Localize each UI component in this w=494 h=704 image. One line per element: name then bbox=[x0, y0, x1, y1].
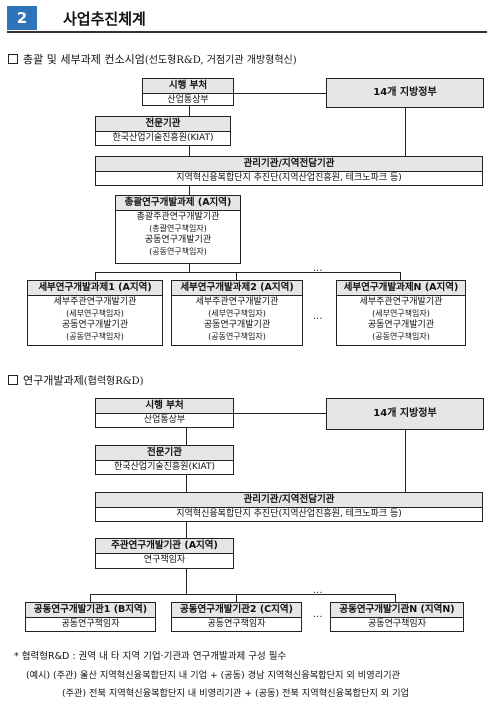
agency-title: 전문기관 bbox=[96, 117, 230, 132]
sub-joint-pi: (공동연구책임자) bbox=[372, 332, 430, 341]
ministry-title: 시행 부처 bbox=[96, 399, 233, 414]
sub-project-title: 세부연구개발과제N (A지역) bbox=[337, 281, 465, 296]
sub-project-box: 세부연구개발과제N (A지역) 세부주관연구개발기관 (세부연구책임자) 공동연… bbox=[336, 280, 466, 346]
section2-sublabel: (협력형R&D) bbox=[83, 376, 144, 387]
regional-gov-box: 14개 지방정부 bbox=[326, 398, 484, 430]
regional-gov-box: 14개 지방정부 bbox=[326, 78, 484, 108]
mgmt-box: 관리기관/지역전담기관 지역혁신융복합단지 추진단(지역산업진흥원, 테크노파크… bbox=[95, 156, 483, 186]
main-joint-org: 공동연구개발기관 bbox=[144, 235, 212, 245]
connector-subs-horizontal bbox=[90, 594, 395, 595]
agency-name: 한국산업기술진흥원(KIAT) bbox=[113, 462, 216, 472]
sub-lead-org: 세부주관연구개발기관 bbox=[359, 297, 443, 307]
main-project-title: 총괄연구개발과제 (A지역) bbox=[116, 196, 240, 211]
agency-title: 전문기관 bbox=[96, 446, 233, 461]
connector-sub1 bbox=[95, 272, 96, 280]
joint-org-title: 공동연구개발기관2 (C지역) bbox=[172, 603, 301, 618]
sub-lead-org: 세부주관연구개발기관 bbox=[53, 297, 137, 307]
connector-main-subs bbox=[189, 264, 190, 272]
mgmt-box: 관리기관/지역전담기관 지역혁신융복합단지 추진단(지역산업진흥원, 테크노파크… bbox=[95, 492, 483, 522]
section1-label: 총괄 및 세부과제 컨소시엄 bbox=[23, 53, 145, 66]
mgmt-desc: 지역혁신융복합단지 추진단(지역산업진흥원, 테크노파크 등) bbox=[176, 509, 402, 519]
agency-box: 전문기관 한국산업기술진흥원(KIAT) bbox=[95, 445, 234, 475]
sub-lead-pi: (세부연구책임자) bbox=[208, 309, 266, 318]
checkbox-square-icon bbox=[8, 54, 18, 64]
ellipsis: ... bbox=[313, 263, 323, 274]
section2-label: 연구개발과제 bbox=[23, 374, 84, 387]
connector-subs-horizontal bbox=[95, 272, 401, 273]
ministry-name: 산업통상부 bbox=[167, 95, 209, 105]
main-joint-pi: (공동연구책임자) bbox=[149, 247, 207, 256]
checkbox-square-icon bbox=[8, 375, 18, 385]
section-number-badge: 2 bbox=[7, 6, 37, 30]
agency-box: 전문기관 한국산업기술진흥원(KIAT) bbox=[95, 116, 231, 146]
section1-heading: 총괄 및 세부과제 컨소시엄(선도형R&D, 거점기관 개방형혁신) bbox=[8, 51, 297, 67]
sub-joint-org: 공동연구개발기관 bbox=[203, 320, 271, 330]
main-lead-pi: (총괄연구책임자) bbox=[149, 224, 207, 233]
joint-org-title: 공동연구개발기관N (지역N) bbox=[331, 603, 463, 618]
connector-vertical bbox=[186, 428, 187, 538]
sub-project-box: 세부연구개발과제1 (A지역) 세부주관연구개발기관 (세부연구책임자) 공동연… bbox=[27, 280, 163, 346]
main-project-box: 주관연구개발기관 (A지역) 연구책임자 bbox=[95, 538, 234, 569]
joint-org-title: 공동연구개발기관1 (B지역) bbox=[26, 603, 155, 618]
main-project-box: 총괄연구개발과제 (A지역) 총괄주관연구개발기관 (총괄연구책임자) 공동연구… bbox=[115, 195, 241, 264]
joint-org-box: 공동연구개발기관1 (B지역) 공동연구책임자 bbox=[25, 602, 156, 632]
sub-project-title: 세부연구개발과제1 (A지역) bbox=[28, 281, 162, 296]
note-example-1: (예시) (주관) 울산 지역혁신융복합단지 내 기업 + (공동) 경남 지역… bbox=[26, 670, 401, 681]
sub-lead-pi: (세부연구책임자) bbox=[372, 309, 430, 318]
ellipsis: ... bbox=[313, 311, 323, 322]
ministry-box: 시행 부처 산업통상부 bbox=[95, 398, 234, 428]
sub-joint-pi: (공동연구책임자) bbox=[66, 332, 124, 341]
regional-gov-title: 14개 지방정부 bbox=[373, 408, 437, 419]
mgmt-desc: 지역혁신융복합단지 추진단(지역산업진흥원, 테크노파크 등) bbox=[176, 173, 402, 183]
connector-subN bbox=[400, 272, 401, 280]
header-divider bbox=[7, 31, 487, 33]
note-requirement: * 협력형R&D : 권역 내 타 지역 기업·기관과 연구개발과제 구성 필수 bbox=[14, 651, 287, 662]
connector-sub2 bbox=[236, 594, 237, 602]
connector-ministry-region bbox=[234, 413, 326, 414]
sub-joint-pi: (공동연구책임자) bbox=[208, 332, 266, 341]
sub-joint-org: 공동연구개발기관 bbox=[367, 320, 435, 330]
joint-org-box: 공동연구개발기관N (지역N) 공동연구책임자 bbox=[330, 602, 464, 632]
mgmt-title: 관리기관/지역전담기관 bbox=[96, 493, 482, 508]
joint-org-pi: 공동연구책임자 bbox=[368, 619, 426, 629]
main-pi: 연구책임자 bbox=[143, 555, 186, 565]
agency-name: 한국산업기술진흥원(KIAT) bbox=[112, 133, 214, 143]
section2-heading: 연구개발과제(협력형R&D) bbox=[8, 372, 144, 388]
ellipsis: ... bbox=[313, 609, 323, 620]
sub-joint-org: 공동연구개발기관 bbox=[61, 320, 129, 330]
ministry-box: 시행 부처 산업통상부 bbox=[142, 78, 234, 106]
connector-ministry-region bbox=[234, 93, 326, 94]
ellipsis: ... bbox=[313, 585, 323, 596]
joint-org-pi: 공동연구책임자 bbox=[61, 619, 120, 629]
sub-lead-org: 세부주관연구개발기관 bbox=[195, 297, 279, 307]
connector-subN bbox=[395, 594, 396, 602]
connector-region-mgmt bbox=[405, 430, 406, 492]
connector-main-subs bbox=[186, 569, 187, 594]
regional-gov-title: 14개 지방정부 bbox=[373, 87, 437, 98]
note-example-2: (주관) 전북 지역혁신융복합단지 내 비영리기관 + (공동) 전북 지역혁신… bbox=[62, 688, 410, 699]
main-lead-org: 총괄주관연구개발기관 bbox=[136, 212, 220, 222]
joint-org-pi: 공동연구책임자 bbox=[207, 619, 266, 629]
sub-project-box: 세부연구개발과제2 (A지역) 세부주관연구개발기관 (세부연구책임자) 공동연… bbox=[171, 280, 303, 346]
ministry-title: 시행 부처 bbox=[143, 79, 233, 94]
ministry-name: 산업통상부 bbox=[143, 415, 186, 425]
connector-sub2 bbox=[236, 272, 237, 280]
sub-lead-pi: (세부연구책임자) bbox=[66, 309, 124, 318]
connector-sub1 bbox=[90, 594, 91, 602]
page-title: 사업추진체계 bbox=[63, 10, 146, 28]
sub-project-title: 세부연구개발과제2 (A지역) bbox=[172, 281, 302, 296]
mgmt-title: 관리기관/지역전담기관 bbox=[96, 157, 482, 172]
section1-sublabel: (선도형R&D, 거점기관 개방형혁신) bbox=[144, 55, 297, 66]
main-project-title: 주관연구개발기관 (A지역) bbox=[96, 539, 233, 554]
connector-region-mgmt bbox=[405, 108, 406, 156]
joint-org-box: 공동연구개발기관2 (C지역) 공동연구책임자 bbox=[171, 602, 302, 632]
